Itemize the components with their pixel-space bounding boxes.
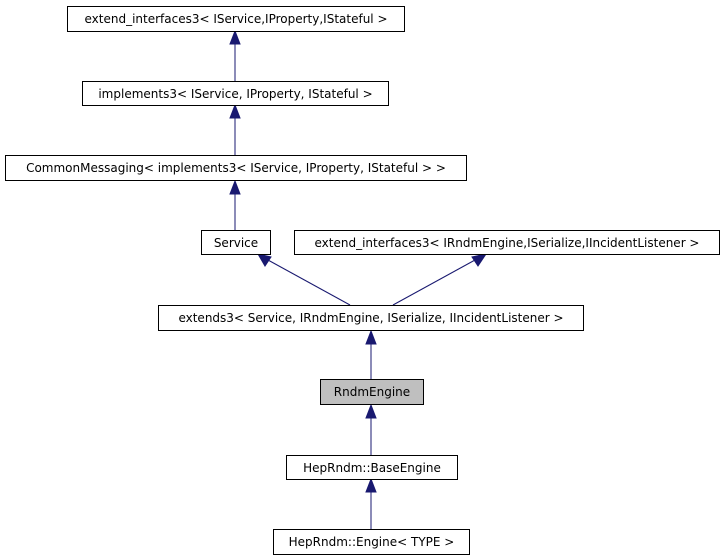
- arrowhead-common-messaging: [229, 179, 241, 195]
- arrowhead-rndm-engine: [365, 403, 377, 419]
- arrowhead-extend-interfaces3-service: [229, 29, 241, 45]
- node-rndm-engine[interactable]: RndmEngine: [320, 379, 424, 405]
- node-label: implements3< IService, IProperty, IState…: [98, 87, 372, 101]
- node-service[interactable]: Service: [201, 230, 271, 255]
- node-label: extend_interfaces3< IRndmEngine,ISeriali…: [315, 236, 700, 250]
- edge-extends3-to-service: [267, 259, 351, 306]
- arrowhead-extends3: [365, 329, 377, 345]
- edges: [229, 29, 488, 529]
- arrowhead-base-engine: [365, 477, 377, 493]
- node-label: Service: [214, 236, 258, 250]
- arrowhead-implements3: [229, 103, 241, 119]
- arrowhead-extend-interfaces3-rndm: [471, 253, 488, 267]
- node-label: CommonMessaging< implements3< IService, …: [26, 161, 446, 175]
- node-label: extend_interfaces3< IService,IProperty,I…: [84, 12, 387, 26]
- node-extend-interfaces3-service[interactable]: extend_interfaces3< IService,IProperty,I…: [67, 6, 405, 32]
- node-implements3[interactable]: implements3< IService, IProperty, IState…: [82, 81, 389, 106]
- node-common-messaging[interactable]: CommonMessaging< implements3< IService, …: [5, 155, 467, 181]
- node-label: extends3< Service, IRndmEngine, ISeriali…: [178, 311, 563, 325]
- node-label: HepRndm::BaseEngine: [303, 461, 441, 475]
- edge-extends3-to-extend-interfaces3-rndm: [392, 259, 476, 306]
- arrowhead-service: [256, 253, 272, 267]
- node-engine-type[interactable]: HepRndm::Engine< TYPE >: [273, 529, 470, 555]
- node-extends3[interactable]: extends3< Service, IRndmEngine, ISeriali…: [158, 305, 584, 331]
- node-label: RndmEngine: [334, 385, 410, 399]
- node-extend-interfaces3-rndm[interactable]: extend_interfaces3< IRndmEngine,ISeriali…: [294, 230, 720, 255]
- node-label: HepRndm::Engine< TYPE >: [289, 535, 455, 549]
- node-base-engine[interactable]: HepRndm::BaseEngine: [286, 455, 458, 480]
